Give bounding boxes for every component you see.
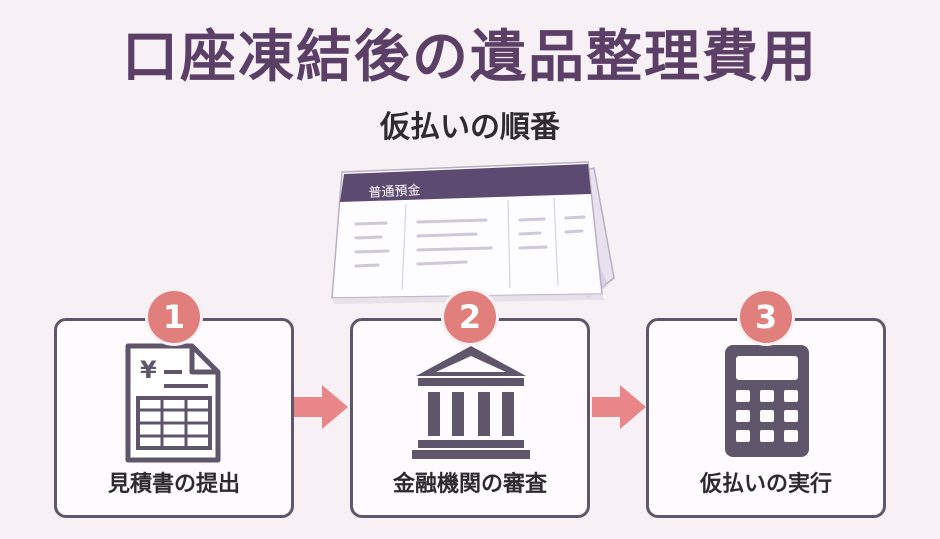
arrow-right-icon xyxy=(294,385,348,429)
step-label-2: 金融機関の審査 xyxy=(392,472,547,497)
step-number-badge-2: 2 xyxy=(444,291,496,343)
invoice-icon: ¥ xyxy=(125,343,221,463)
passbook-label: 普通預金 xyxy=(368,183,421,201)
currency-symbol: ¥ xyxy=(140,356,157,384)
step-label-3: 仮払いの実行 xyxy=(699,472,832,497)
step-number-badge-1: 1 xyxy=(148,291,200,343)
bankbook-icon xyxy=(331,161,615,304)
bank-icon xyxy=(412,346,530,459)
calculator-icon xyxy=(725,345,809,457)
page-title: 口座凍結後の遺品整理費用 xyxy=(122,25,818,90)
step-label-1: 見積書の提出 xyxy=(107,472,240,497)
step-number-badge-3: 3 xyxy=(740,291,792,343)
arrow-right-icon xyxy=(592,385,646,429)
page-subtitle: 仮払いの順番 xyxy=(380,110,560,145)
